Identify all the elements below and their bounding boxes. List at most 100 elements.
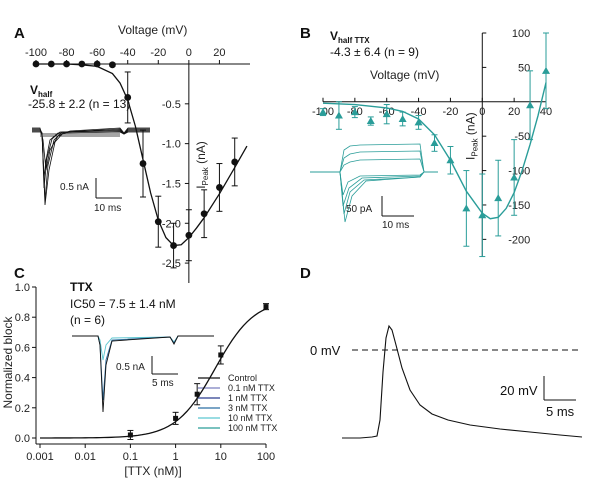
panel-b-y-tick-label: -150 (508, 200, 530, 212)
panel-a-data-point (231, 158, 239, 166)
panel-b-data-point (542, 66, 550, 74)
panel-c-x-tick-label: 0.01 (74, 451, 95, 463)
panel-label-a: A (14, 25, 25, 42)
panel-b-vhalf-main: V (330, 29, 338, 43)
panel-b-y-tick-label: 100 (512, 28, 530, 40)
panel-a-y-tick-label: -0.5 (162, 99, 181, 111)
panel-c: TTX IC50 = 7.5 ± 1.4 nM (n = 6) 0.5 nA 5… (70, 280, 277, 433)
panel-b-ylabel-part: I (463, 157, 477, 160)
panel-c-title: TTX (70, 280, 93, 294)
panel-a-x-tick-label: -20 (150, 47, 166, 59)
panel-b-data-point (462, 204, 471, 212)
panel-a-trace-inset (32, 127, 150, 206)
panel-a-data-point (139, 160, 147, 167)
panel-a-ylabel-part: (nA) (194, 141, 208, 167)
panel-c-data-point (263, 304, 269, 310)
panel-a-scale-x: 10 ms (94, 203, 121, 214)
panel-a-y-tick-label: -1.0 (162, 139, 181, 151)
panel-b-x-tick-label: -20 (442, 106, 458, 118)
panel-b-xlabel: Voltage (mV) (370, 68, 439, 82)
panel-b-y-tick-label: -100 (508, 166, 530, 178)
panel-b: Vhalf TTX -4.3 ± 6.4 (n = 9) Voltage (mV… (310, 29, 439, 231)
panel-a-vhalf-sub: half (38, 90, 53, 99)
panel-a: Voltage (mV) Vhalf -25.8 ± 2.2 (n = 13) … (28, 23, 187, 214)
panel-a-data-point (216, 184, 223, 191)
panel-d-scale-x: 5 ms (546, 404, 575, 419)
panel-b-data-point (526, 101, 535, 109)
panel-c-y-tick-label: 1.0 (15, 282, 30, 294)
panel-c-xlabel: [TTX (nM)] (124, 464, 181, 478)
panel-c-x-tick-label: 0.1 (123, 451, 138, 463)
panel-a-x-tick-label: -60 (89, 47, 105, 59)
panel-b-scale-x: 10 ms (382, 220, 409, 231)
panel-c-legend-label: 10 nM TTX (228, 413, 272, 423)
panel-d-scale-y: 20 mV (500, 383, 538, 398)
panel-a-vhalf-main: V (30, 83, 38, 97)
panel-a-data-point (170, 242, 177, 249)
panel-b-data-point (350, 108, 359, 116)
panel-a-fit-curve (36, 63, 248, 247)
panel-b-data-point (414, 118, 423, 126)
panel-b-scale-bar (381, 196, 414, 217)
panel-a-data-point (124, 94, 132, 101)
panel-d-scale-bar (543, 376, 576, 401)
panel-c-legend-label: 1 nM TTX (228, 393, 267, 403)
panel-b-y-tick-label: 50 (518, 62, 530, 74)
panel-d-action-potential (342, 324, 583, 439)
panel-b-x-tick-label: 40 (540, 106, 552, 118)
panel-c-y-tick-label: 0.0 (15, 433, 30, 445)
panel-a-data-point (63, 60, 70, 68)
panel-a-data-point (109, 61, 116, 69)
panel-label-b: B (300, 25, 311, 42)
panel-a-x-tick-label: 0 (186, 47, 192, 59)
panel-b-ylabel: IPeak (nA) (463, 112, 479, 160)
panel-a-data-point (78, 60, 86, 68)
panel-b-x-tick-label: 0 (479, 106, 485, 118)
panel-c-data-point (218, 352, 224, 358)
panel-c-legend-label: 3 nM TTX (228, 403, 267, 413)
panel-a-scale-bar (95, 178, 122, 199)
panel-a-data-point (47, 60, 55, 68)
panel-c-ic50: IC50 = 7.5 ± 1.4 nM (70, 297, 176, 311)
panel-c-data-point (194, 391, 200, 397)
panel-c-y-tick-label: 0.4 (15, 373, 30, 385)
panel-b-data-point (382, 110, 391, 118)
panel-a-scale-y: 0.5 nA (60, 182, 89, 193)
panel-b-plot: -100-80-60-40-200204010050-50-100-150-20… (312, 28, 552, 258)
panel-a-x-tick-label: -80 (59, 47, 75, 59)
panel-b-data-point (366, 117, 375, 125)
panel-b-data-point (494, 194, 503, 202)
panel-a-data-point (154, 218, 162, 226)
panel-b-data-point (446, 156, 455, 164)
panel-a-ylabel-part: Peak (201, 166, 210, 185)
panel-c-fit-curve (39, 308, 267, 439)
panel-c-trace-inset (72, 335, 214, 413)
panel-a-xlabel: Voltage (mV) (118, 23, 187, 37)
panel-b-data-point (398, 114, 407, 122)
panel-c-ylabel: Normalized block (1, 315, 15, 408)
panel-a-x-tick-label: 20 (213, 47, 225, 59)
panel-c-legend-label: 100 nM TTX (228, 423, 277, 433)
panel-b-scale-y: 50 pA (346, 204, 372, 215)
panel-a-data-point (93, 60, 101, 68)
panel-b-vhalf-value: -4.3 ± 6.4 (n = 9) (330, 45, 419, 59)
panel-c-scale-y: 0.5 nA (116, 362, 145, 373)
panel-c-x-tick-label: 1 (173, 451, 179, 463)
panel-c-y-tick-label: 0.6 (15, 342, 30, 354)
panel-label-c: C (14, 265, 25, 282)
panel-b-data-point (319, 108, 327, 116)
panel-b-x-tick-label: 20 (508, 106, 520, 118)
panel-a-data-point (185, 231, 193, 239)
panel-b-trace-inset (310, 143, 438, 223)
panel-a-x-tick-label: -40 (120, 47, 136, 59)
panel-b-data-point (510, 173, 519, 181)
panel-c-n: (n = 6) (70, 313, 105, 327)
panel-b-data-point (478, 211, 487, 219)
panel-a-y-tick-label: -2.5 (162, 258, 181, 270)
panel-b-data-point (430, 139, 439, 147)
panel-c-x-tick-label: 100 (257, 451, 275, 463)
panel-b-ylabel-part: (nA) (463, 112, 477, 138)
panel-c-y-tick-label: 0.2 (15, 403, 30, 415)
